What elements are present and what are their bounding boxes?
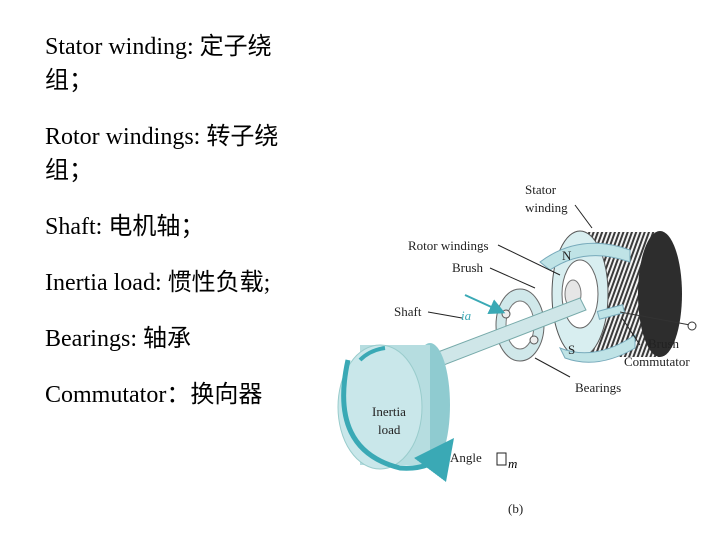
leader-commutator [621, 317, 641, 346]
label-bearings: Bearings [575, 380, 621, 395]
leader-stator [574, 204, 593, 229]
label-brush-top: Brush [452, 260, 484, 275]
label-inertia-1: Inertia [372, 404, 406, 419]
leader-bearings [534, 357, 571, 378]
label-current: ia [461, 308, 472, 323]
label-shaft: Shaft [394, 304, 422, 319]
label-stator-2: winding [525, 200, 568, 215]
brush-lead [619, 311, 691, 326]
angle-arrow [341, 359, 455, 483]
label-stator-1: Stator [525, 182, 557, 197]
leader-shaft [427, 311, 463, 319]
ball-1 [501, 309, 511, 319]
leader-rotor [497, 244, 561, 276]
label-figure-tag: (b) [508, 501, 523, 516]
ball-2 [529, 335, 539, 345]
term-list: Stator winding: 定子绕组； Rotor windings: 转子… [45, 30, 335, 434]
leader-lines [427, 204, 641, 378]
label-brush-bottom: Brush [648, 336, 680, 351]
term-commutator: Commutator：换向器 [45, 382, 263, 408]
load-face [337, 344, 423, 470]
south-pole [558, 334, 636, 363]
term-inertia-load: Inertia load: 惯性负载; [45, 270, 271, 296]
leader-brush-top [489, 267, 536, 289]
dc-motor-svg: Stator winding Rotor windings Brush Shaf… [337, 182, 697, 516]
label-theta-sub: m [508, 456, 517, 471]
term-bearings: Bearings: 轴承 [45, 326, 191, 352]
current-arrow [464, 294, 506, 314]
theta-glyph [496, 452, 507, 466]
stator-back [638, 231, 682, 357]
dc-motor-diagram: Stator winding Rotor windings Brush Shaf… [330, 170, 720, 540]
brush-bottom-shape [596, 304, 626, 320]
term-shaft: Shaft: 电机轴； [45, 214, 205, 240]
term-stator-winding: Stator winding: 定子绕组； [45, 34, 272, 94]
label-rotor-windings: Rotor windings [408, 238, 489, 253]
angle-arrow-tail [358, 346, 386, 362]
label-angle: Angle [450, 450, 482, 465]
label-north: N [562, 248, 572, 263]
label-south: S [568, 342, 575, 357]
motor-body [539, 230, 697, 363]
terminal-right [687, 321, 697, 331]
term-rotor-windings: Rotor windings: 转子绕组； [45, 124, 279, 184]
north-pole [539, 242, 631, 271]
label-inertia-2: load [378, 422, 401, 437]
label-commutator: Commutator [624, 354, 690, 369]
